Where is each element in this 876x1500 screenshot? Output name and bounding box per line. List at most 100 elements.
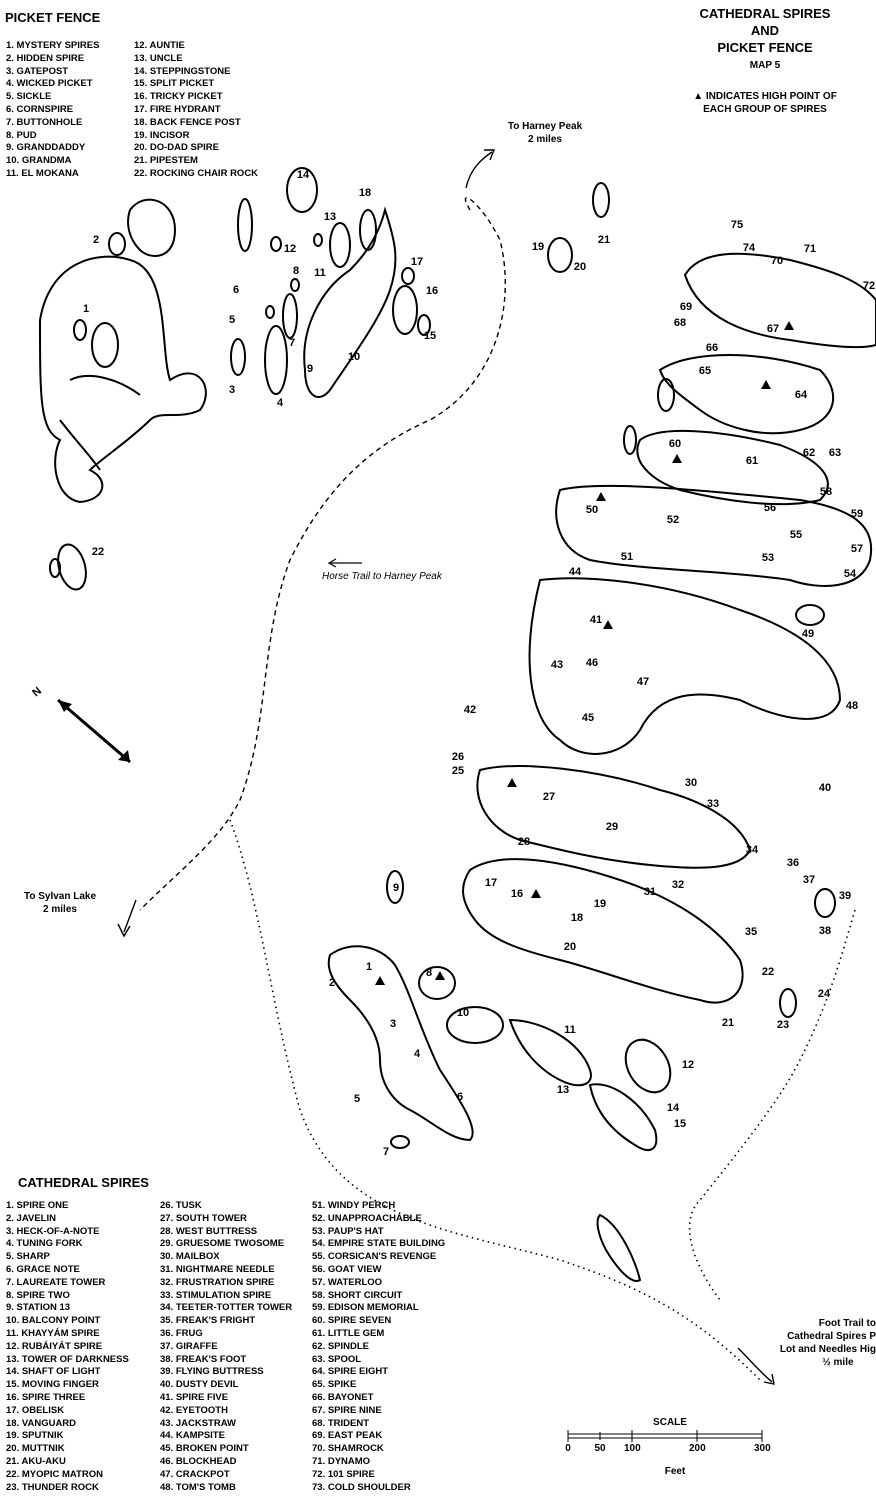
scale-title: SCALE [653, 1417, 687, 1428]
list-item: 14. SHAFT OF LIGHT [6, 1366, 101, 1378]
spire-number-label: 20 [564, 941, 576, 953]
list-item: 18. BACK FENCE POST [134, 116, 241, 128]
ridge-13 [588, 1083, 658, 1151]
granddaddy-ridge [303, 206, 397, 398]
harney-peak-label: To Harney Peak 2 miles [490, 120, 600, 146]
spire-number-label: 10 [348, 351, 360, 363]
foot-line4: ½ mile [822, 1357, 854, 1368]
spire-number-label: 68 [674, 317, 686, 329]
scale-tick-label: 50 [594, 1443, 606, 1454]
spire-number-label: 24 [818, 988, 831, 1000]
list-item: 34. TEETER-TOTTER TOWER [160, 1302, 293, 1314]
spire-number-label: 60 [669, 438, 681, 450]
north-arrow: N [30, 685, 131, 764]
spire-number-label: 38 [819, 925, 831, 937]
list-item: 60. SPIRE SEVEN [312, 1315, 392, 1327]
list-item: 5. SICKLE [6, 91, 52, 103]
list-item: 38. FREAK'S FOOT [160, 1353, 247, 1365]
list-item: 33. STIMULATION SPIRE [160, 1289, 272, 1301]
list-item: 68. TRIDENT [312, 1417, 370, 1429]
list-item: 15. MOVING FINGER [6, 1379, 99, 1391]
list-item: 8. SPIRE TWO [6, 1289, 70, 1301]
list-item: 20. DO-DAD SPIRE [134, 142, 219, 154]
foot-line1: Foot Trail to [818, 1318, 876, 1329]
spire-number-label: 1 [366, 961, 372, 973]
scale-tick-label: 0 [565, 1443, 571, 1454]
list-item: 7. BUTTONHOLE [6, 116, 83, 128]
list-item: 67. SPIRE NINE [312, 1404, 382, 1416]
spire-number-label: 34 [746, 844, 759, 856]
list-item: 13. UNCLE [134, 52, 183, 64]
spire-number-label: 26 [452, 751, 464, 763]
spire-number-label: 20 [574, 261, 586, 273]
list-item: 37. GIRAFFE [160, 1340, 218, 1352]
spire-number-label: 44 [569, 566, 582, 578]
list-item: 66. BAYONET [312, 1391, 374, 1403]
list-item: 40. DUSTY DEVIL [160, 1379, 239, 1391]
list-item: 59. EDISON MEMORIAL [312, 1302, 419, 1314]
spire-number-label: 61 [746, 455, 758, 467]
spire-number-label: 3 [229, 384, 235, 396]
list-item: 47. CRACKPOT [160, 1468, 230, 1480]
list-item: 9. GRANDDADDY [6, 142, 86, 154]
list-item: 21. AKU-AKU [6, 1455, 66, 1467]
spire-number-label: 5 [229, 314, 235, 326]
spire-number-label: 71 [804, 243, 816, 255]
foot-trail-2 [688, 909, 856, 1301]
list-item: 12. RUBÁIYÁT SPIRE [6, 1340, 103, 1352]
list-item: 19. INCISOR [134, 129, 190, 141]
spire-number-label: 12 [682, 1059, 694, 1071]
spire-number-label: 39 [839, 890, 851, 902]
ridge-11 [508, 1018, 592, 1087]
list-item: 17. FIRE HYDRANT [134, 103, 221, 115]
triangle-icon: ▲ [693, 91, 704, 102]
cathedral-spires-title: CATHEDRAL SPIRES [18, 1175, 149, 1190]
spire-number-label: 11 [564, 1024, 576, 1036]
spire-number-label: 19 [594, 898, 606, 910]
list-item: 11. EL MOKANA [6, 167, 79, 179]
spire-number-label: 58 [820, 486, 832, 498]
list-item: 13. TOWER OF DARKNESS [6, 1353, 129, 1365]
list-item: 7. LAUREATE TOWER [6, 1276, 106, 1288]
spire-number-label: 18 [571, 912, 583, 924]
ridge-1 [327, 945, 474, 1142]
spire-number-label: 41 [590, 614, 602, 626]
spire-number-label: 8 [293, 265, 299, 277]
list-item: 22. MYOPIC MATRON [6, 1468, 103, 1480]
horse-trail [139, 197, 506, 911]
spire-number-label: 7 [289, 337, 295, 349]
spire-number-label: 55 [790, 529, 802, 541]
harney-line2: 2 miles [528, 134, 562, 145]
spire-number-label: 14 [667, 1102, 680, 1114]
foot-arrowhead [763, 1373, 775, 1385]
harney-arrow [465, 151, 493, 189]
spire-number-label: 31 [644, 886, 656, 898]
ridge-16 [462, 858, 744, 1004]
map-title: CATHEDRAL SPIRES AND PICKET FENCE [660, 5, 870, 56]
spire-number-label: 56 [764, 502, 776, 514]
foot-trail-label: Foot Trail to Cathedral Spires P Lot and… [760, 1317, 876, 1369]
list-item: 16. TRICKY PICKET [134, 91, 223, 103]
list-item: 51. WINDY PERCH [312, 1200, 396, 1211]
high-points [375, 321, 794, 985]
spire-number-label: 21 [598, 234, 610, 246]
list-item: 9. STATION 13 [6, 1302, 71, 1314]
spire-number-label: 70 [771, 255, 783, 267]
list-item: 8. PUD [6, 129, 37, 141]
spire-number-label: 15 [674, 1118, 686, 1130]
list-item: 42. EYETOOTH [160, 1404, 228, 1416]
spire-number-label: 36 [787, 857, 799, 869]
spire-number-label: 66 [706, 342, 718, 354]
spire-number-label: 37 [803, 874, 815, 886]
list-item: 53. PAUP'S HAT [312, 1225, 384, 1237]
list-item: 4. WICKED PICKET [6, 78, 93, 90]
scale-bar [567, 1430, 763, 1442]
list-item: 20. MUTTNIK [6, 1443, 65, 1455]
spire-number-label: 28 [518, 836, 530, 848]
spire-number-label: 6 [233, 284, 239, 296]
spire-number-label: 23 [777, 1019, 789, 1031]
spire-number-label: 48 [846, 700, 858, 712]
